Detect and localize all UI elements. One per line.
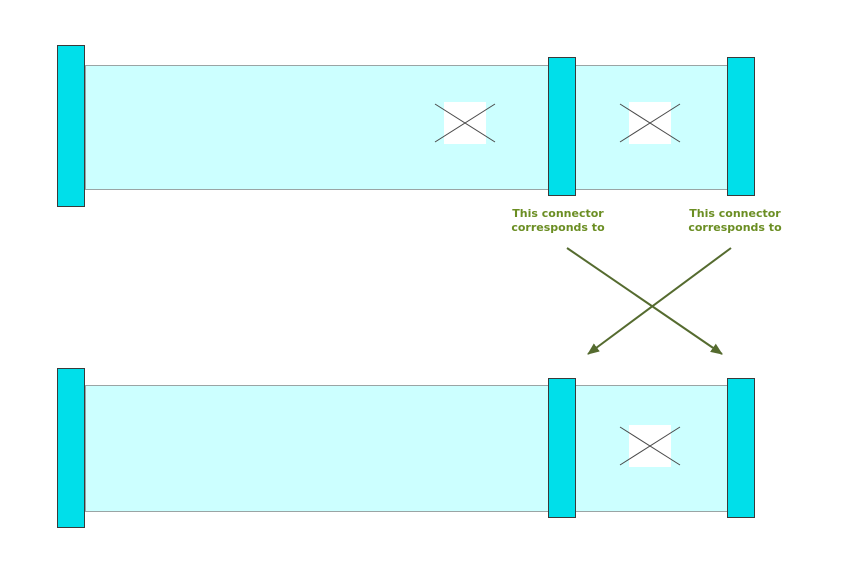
bottom-pipe-left-connector — [57, 368, 85, 528]
x-mark-icon — [434, 102, 496, 144]
bottom-pipe-right-connector — [727, 378, 755, 518]
arrow-left-label-to-right-connector — [566, 247, 723, 355]
arrow-right-label-to-middle-connector — [587, 247, 732, 355]
top-pipe-left-connector — [57, 45, 85, 207]
connector-label-right: This connector corresponds to — [688, 207, 782, 234]
bottom-pipe-middle-connector — [548, 378, 576, 518]
x-mark-icon — [619, 425, 681, 467]
x-mark-icon — [619, 102, 681, 144]
top-pipe-right-connector — [727, 57, 755, 196]
top-pipe-middle-connector — [548, 57, 576, 196]
connector-label-left: This connector corresponds to — [511, 207, 605, 234]
